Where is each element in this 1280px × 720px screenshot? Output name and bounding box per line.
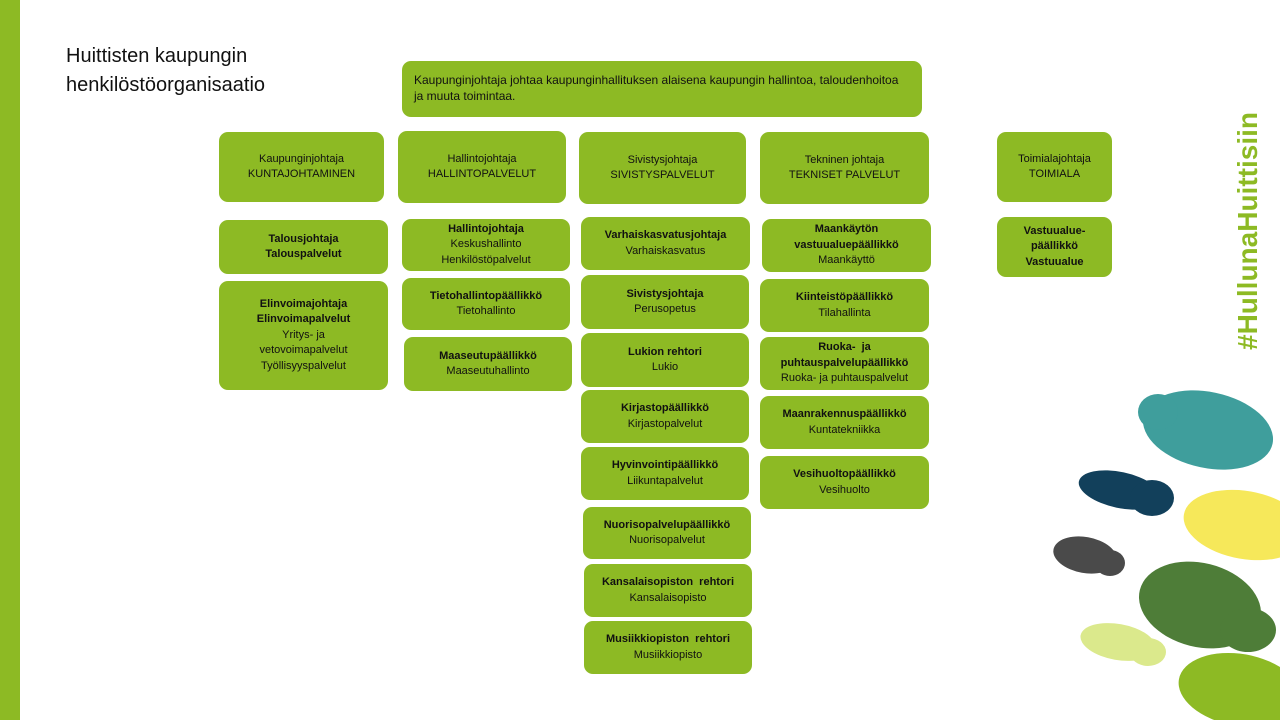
- box-hallintojohtaja-keskushallinto: Hallintojohtaja Keskushallinto Henkilöst…: [402, 219, 570, 271]
- left-accent-bar: [0, 0, 20, 720]
- box-sivistysjohtaja-perusopetus: Sivistysjohtaja Perusopetus: [581, 275, 749, 329]
- box-varhaiskasvatusjohtaja: Varhaiskasvatusjohtaja Varhaiskasvatus: [581, 217, 750, 270]
- box-musiikkiopiston-rehtori: Musiikkiopiston rehtori Musiikkiopisto: [584, 621, 752, 674]
- box-tietohallintopaallikko: Tietohallintopäällikkö Tietohallinto: [402, 278, 570, 330]
- box-lukion-rehtori: Lukion rehtori Lukio: [581, 333, 749, 387]
- head-kaupunginjohtaja: Kaupunginjohtaja KUNTAJOHTAMINEN: [219, 132, 384, 202]
- box-kansalaisopiston-rehtori: Kansalaisopiston rehtori Kansalaisopisto: [584, 564, 752, 617]
- head-toimialajohtaja: Toimialajohtaja TOIMIALA: [997, 132, 1112, 202]
- box-ruoka-ja-puhtauspalvelupaallikko: Ruoka- ja puhtauspalvelupäällikkö Ruoka-…: [760, 337, 929, 390]
- green-footprint-shape: [1178, 652, 1280, 720]
- hashtag-text: #HullunaHuittisiin: [1232, 112, 1263, 350]
- head-hallintojohtaja: Hallintojohtaja HALLINTOPALVELUT: [398, 131, 566, 203]
- head-tekninen-johtaja: Tekninen johtaja TEKNISET PALVELUT: [760, 132, 929, 204]
- teal-footprint-shape: [1138, 390, 1274, 470]
- navy-footprint-shape: [1078, 470, 1174, 516]
- box-hyvinvointipaallikko: Hyvinvointipäällikkö Liikuntapalvelut: [581, 447, 749, 500]
- box-kiinteistopaallikko: Kiinteistöpäällikkö Tilahallinta: [760, 279, 929, 332]
- decorative-footprints: [1053, 390, 1280, 720]
- box-elinvoimajohtaja: Elinvoimajohtaja Elinvoimapalvelut Yrity…: [219, 281, 388, 390]
- yellow-footprint-shape: [1183, 489, 1280, 561]
- box-vesihuoltopaallikko: Vesihuoltopäällikkö Vesihuolto: [760, 456, 929, 509]
- box-maaseutupaallikko: Maaseutupäällikkö Maaseutuhallinto: [404, 337, 572, 391]
- box-maanrakennuspaallikko: Maanrakennuspäällikkö Kuntatekniikka: [760, 396, 929, 449]
- box-nuorisopalvelupaallikko: Nuorisopalvelupäällikkö Nuorisopalvelut: [583, 507, 751, 559]
- box-maankayton-vastuualuepaallikko: Maankäytön vastuualuepäällikkö Maankäytt…: [762, 219, 931, 272]
- light-green-footprint-shape: [1080, 623, 1166, 666]
- intro-box: Kaupunginjohtaja johtaa kaupunginhallitu…: [402, 61, 922, 117]
- head-sivistysjohtaja: Sivistysjohtaja SIVISTYSPALVELUT: [579, 132, 746, 204]
- box-kirjastopaallikko: Kirjastopäällikkö Kirjastopalvelut: [581, 390, 749, 443]
- box-talousjohtaja: Talousjohtaja Talouspalvelut: [219, 220, 388, 274]
- box-vastuualuepaallikko: Vastuualue- päällikkö Vastuualue: [997, 217, 1112, 277]
- page-title: Huittisten kaupungin henkilöstöorganisaa…: [66, 45, 266, 96]
- dark-green-footprint-shape: [1138, 561, 1276, 652]
- gray-footprint-shape: [1053, 536, 1125, 576]
